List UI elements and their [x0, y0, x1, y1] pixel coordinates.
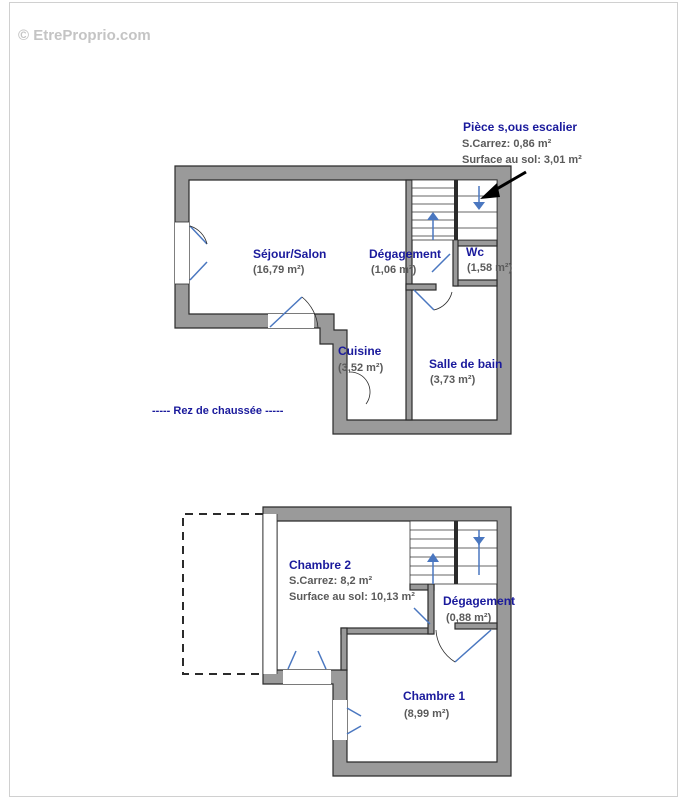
balcony-outline — [182, 513, 263, 675]
wall-sdb-top — [405, 283, 437, 291]
first-floor-stairs — [409, 520, 498, 585]
page-border — [9, 2, 678, 797]
first-floor-plan — [182, 506, 512, 777]
sejour-name: Séjour/Salon — [253, 247, 326, 261]
sdb-name: Salle de bain — [429, 357, 502, 371]
ground-floor-walls — [174, 165, 512, 435]
wc-area: (1,58 m²) — [467, 262, 513, 274]
stair-note-carrez: S.Carrez: 0,86 m² — [462, 138, 552, 150]
wall-stair-left — [405, 179, 413, 421]
chambre2-sol: Surface au sol: 10,13 m² — [289, 591, 415, 603]
degagement-name: Dégagement — [369, 247, 441, 261]
cuisine-name: Cuisine — [338, 344, 382, 358]
degagement1-area: (0,88 m²) — [446, 612, 492, 624]
ground-stairs — [411, 179, 498, 241]
chambre1-door-leaf — [454, 629, 492, 663]
degagement-area: (1,06 m²) — [371, 264, 417, 276]
sejour-area: (16,79 m²) — [253, 264, 305, 276]
cuisine-area: (3,52 m²) — [338, 362, 384, 374]
degagement1-name: Dégagement — [443, 594, 515, 608]
stair-note-title: Pièce s,ous escalier — [463, 120, 577, 134]
chambre2-carrez: S.Carrez: 8,2 m² — [289, 575, 372, 587]
wall-wc-bottom — [454, 279, 498, 287]
sejour-door-leaf — [269, 296, 303, 328]
stair-note-sol: Surface au sol: 3,01 m² — [462, 154, 582, 166]
window-leaf — [189, 225, 208, 245]
chambre2-name: Chambre 2 — [289, 558, 351, 572]
ground-floor-caption: ----- Rez de chaussée ----- — [152, 405, 284, 417]
wall-chambre-divider — [340, 627, 434, 635]
ground-floor-plan — [174, 165, 527, 435]
watermark: © EtreProprio.com — [18, 27, 151, 44]
chambre1-name: Chambre 1 — [403, 689, 465, 703]
chambre1-area: (8,99 m²) — [404, 708, 450, 720]
sdb-area: (3,73 m²) — [430, 374, 476, 386]
wc-name: Wc — [466, 245, 484, 259]
